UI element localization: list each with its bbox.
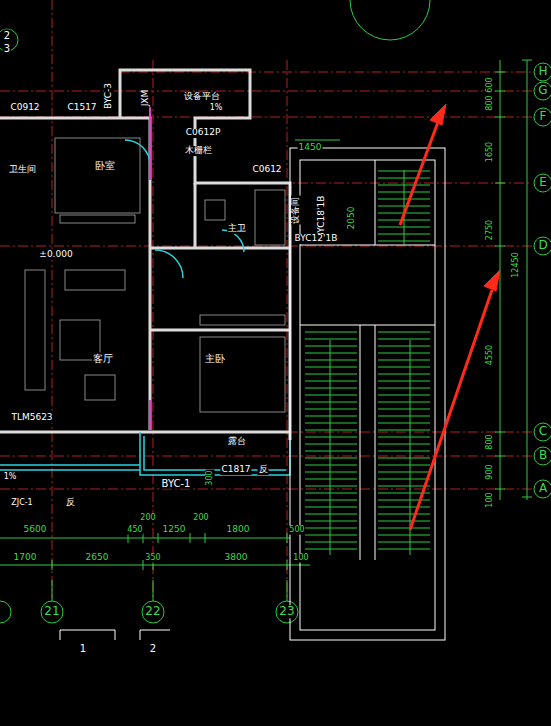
plan-label: 设备平台 [183, 92, 221, 102]
plan-label: 21 [43, 605, 60, 618]
plan-label: D [537, 239, 548, 252]
plan-label: A [538, 482, 548, 495]
plan-label: 主卫 [227, 224, 247, 234]
plan-label: 1% [209, 104, 224, 113]
plan-label: 450 [126, 526, 143, 535]
plan-label: E [538, 176, 548, 189]
plan-label: BYC18'1B [317, 195, 327, 240]
plan-label: G [537, 84, 548, 97]
plan-label: 1450 [298, 143, 323, 153]
plan-label: BYC12'1B [294, 234, 339, 244]
plan-label: 5600 [23, 525, 48, 535]
plan-label: 1 [79, 643, 87, 654]
plan-label: 100 [486, 491, 495, 508]
plan-label: ZJC-1 [10, 499, 33, 508]
plan-label: C [538, 425, 548, 438]
plan-label: BYC-1 [161, 478, 192, 489]
plan-label: 200 [139, 514, 156, 523]
plan-label: 2650 [85, 553, 110, 563]
plan-label: 2 [149, 643, 157, 654]
plan-label: F [539, 110, 548, 123]
plan-label: 600 [486, 76, 495, 93]
plan-label: 200 [192, 514, 209, 523]
plan-label: 露台 [227, 437, 247, 447]
plan-label: C0912 [9, 103, 40, 113]
plan-label: 设备间 [291, 196, 301, 225]
plan-label: TLM5623 [10, 413, 53, 423]
plan-label: 反 [258, 465, 269, 475]
plan-label: 500 [288, 526, 305, 535]
plan-label: H [537, 65, 548, 78]
plan-label: 22 [144, 605, 161, 618]
plan-label: 900 [486, 463, 495, 480]
plan-label: 1800 [226, 525, 251, 535]
plan-label: 客厅 [92, 353, 114, 364]
plan-label: 3800 [224, 553, 249, 563]
plan-label: 100 [292, 554, 309, 563]
plan-label: JXM [141, 89, 151, 108]
plan-label: 卧室 [94, 160, 116, 171]
plan-label: 2 [3, 30, 11, 41]
plan-label: 主卧 [204, 353, 226, 364]
plan-label: 反 [65, 498, 76, 508]
plan-label: 800 [486, 94, 495, 111]
plan-label: 23 [278, 605, 295, 618]
plan-label: 1700 [13, 553, 38, 563]
plan-label: 2750 [486, 219, 495, 241]
plan-label: ±0.000 [38, 250, 73, 260]
plan-label: 木栅栏 [184, 146, 213, 156]
plan-label: 350 [144, 554, 161, 563]
plan-label: 800 [486, 433, 495, 450]
plan-label: C0612 [251, 165, 282, 175]
plan-label: C1517 [66, 103, 97, 113]
plan-label: BYC-3 [104, 82, 114, 110]
plan-label: C0612P [185, 128, 222, 138]
plan-label: 300 [206, 469, 215, 486]
plan-label: 12450 [512, 251, 521, 278]
plan-label: C1817 [220, 465, 251, 475]
plan-label: 1250 [162, 525, 187, 535]
plan-label: 3 [3, 43, 11, 54]
plan-label: B [538, 449, 548, 462]
plan-label: 1650 [486, 141, 495, 163]
plan-label: 2050 [347, 206, 357, 231]
plan-label: 1% [3, 473, 18, 482]
plan-label: 4550 [486, 344, 495, 366]
plan-label: 卫生间 [8, 165, 37, 175]
